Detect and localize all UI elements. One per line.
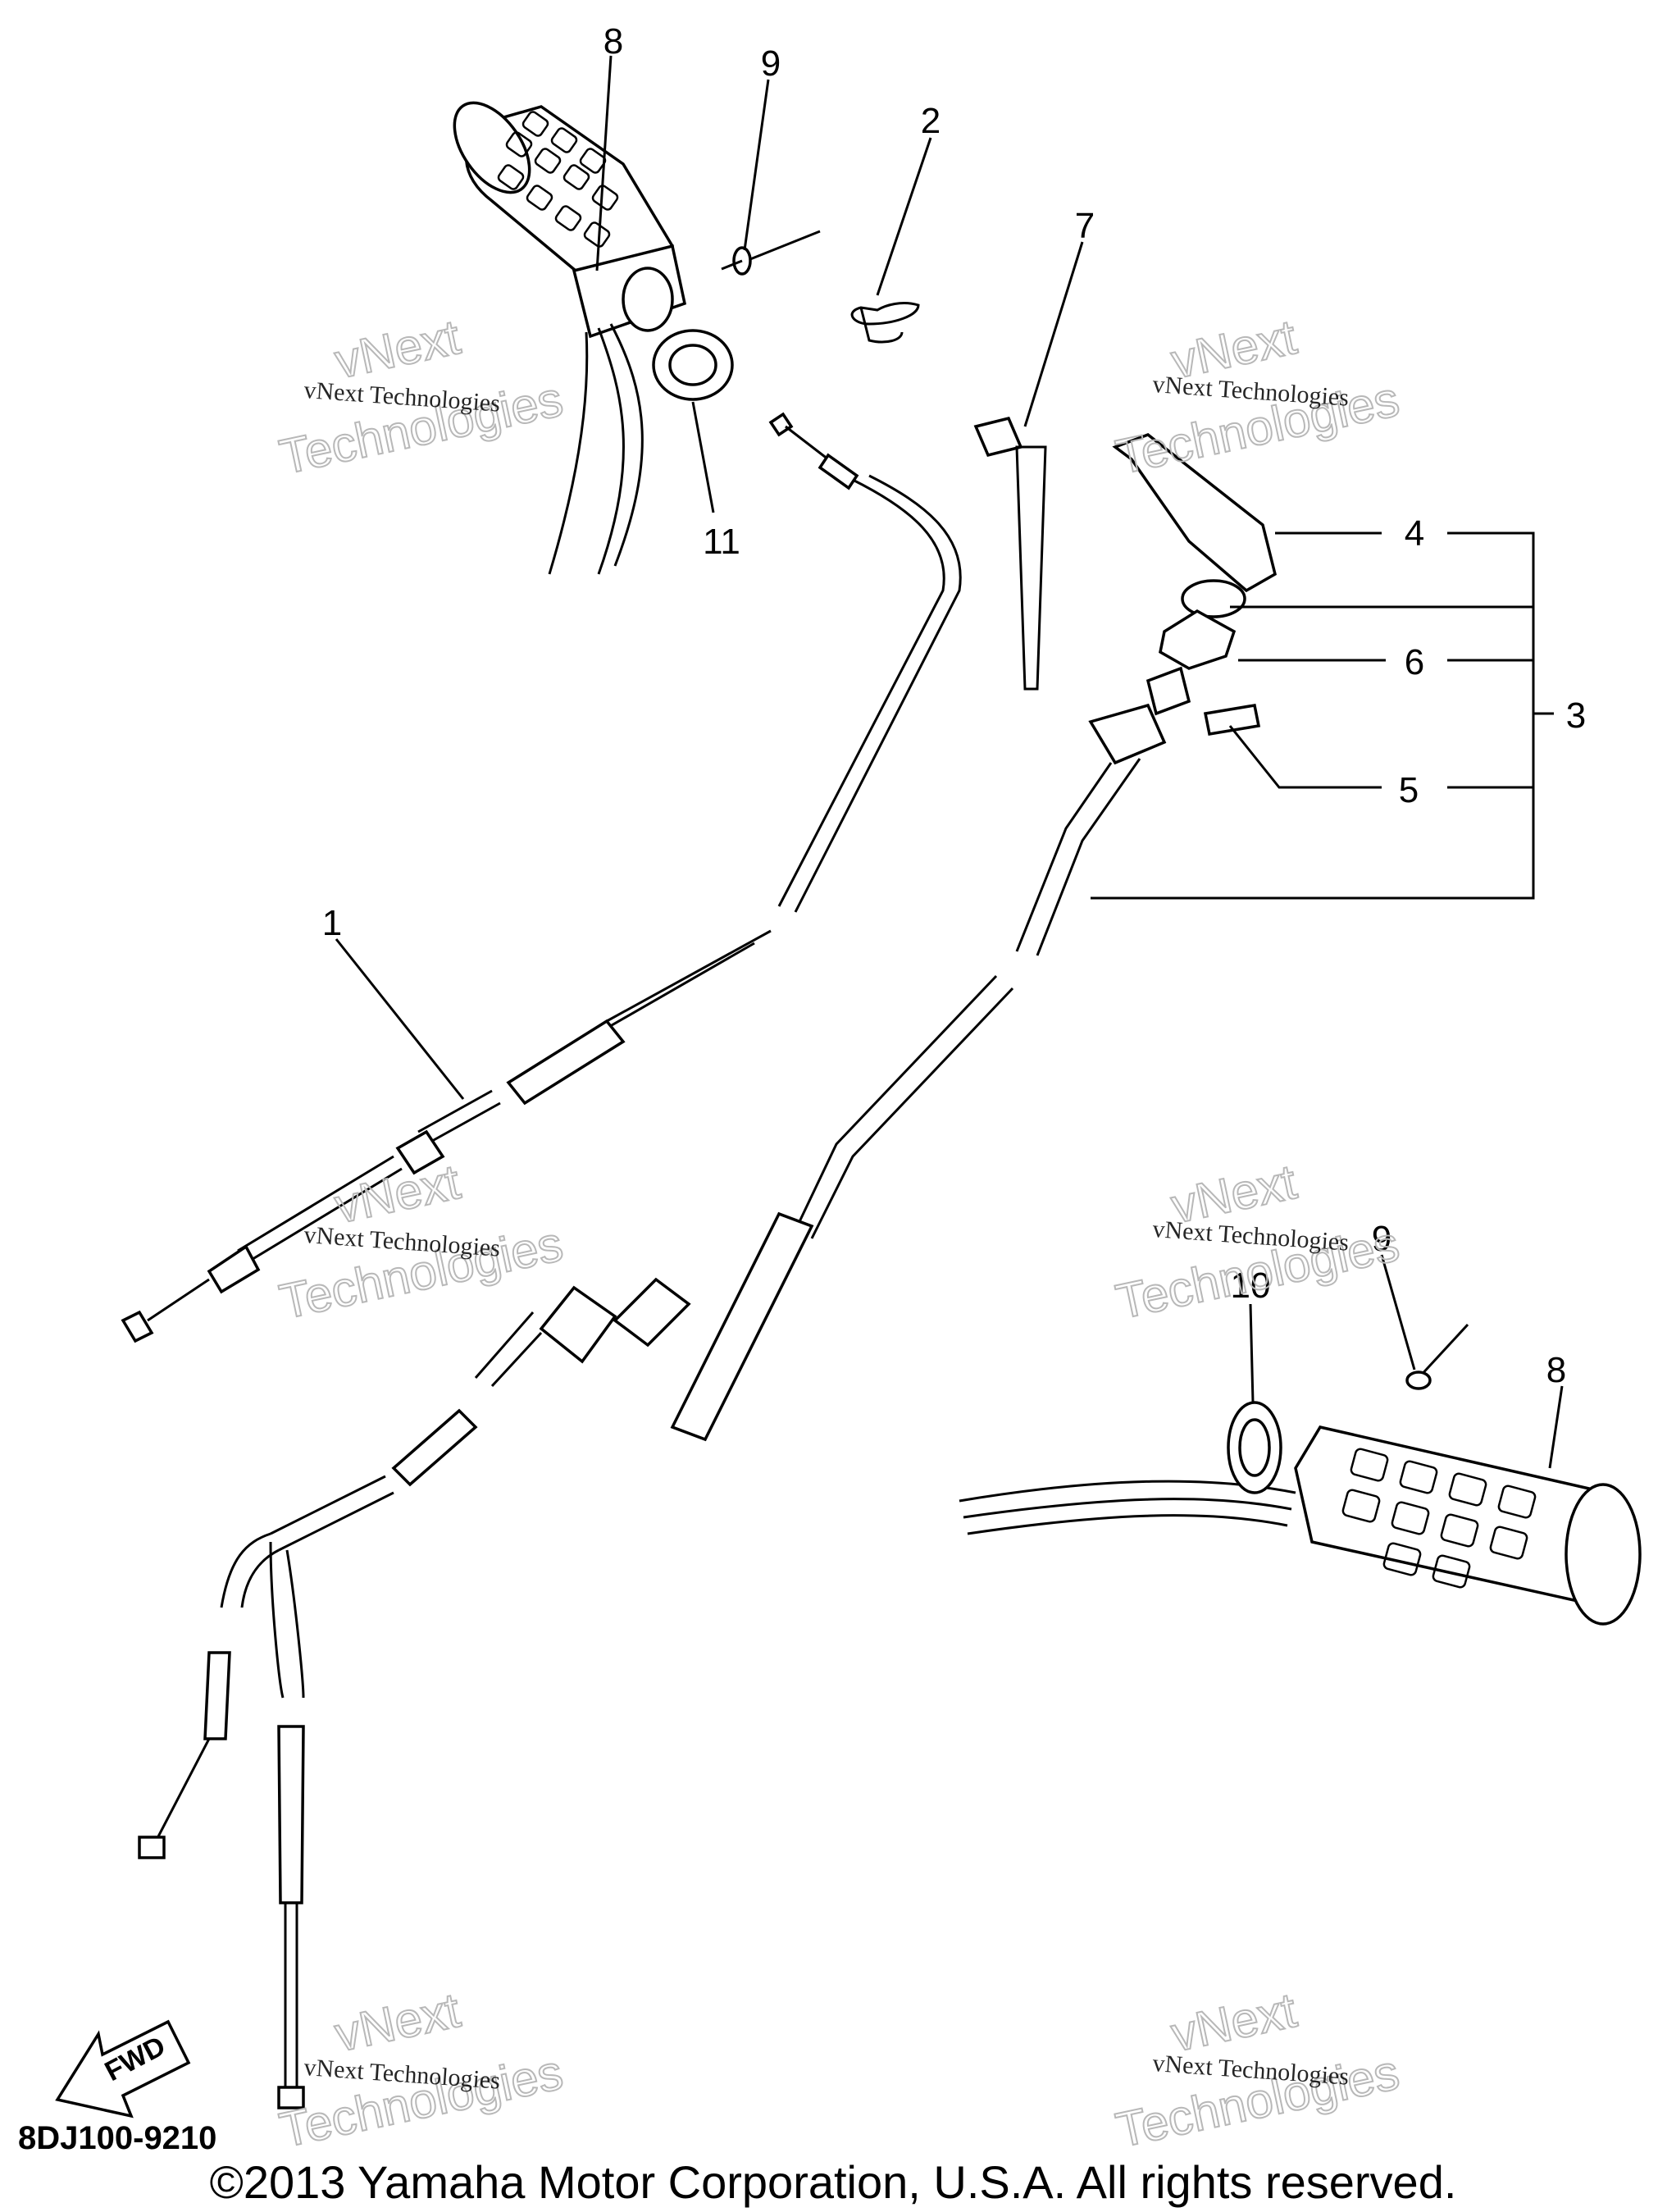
- callout-8-bottom: 8: [1546, 1350, 1566, 1390]
- left-handlebar-grip: [453, 101, 687, 575]
- callout-10: 10: [1231, 1266, 1271, 1306]
- washer-4: [1181, 579, 1246, 618]
- right-handlebar-grip: [959, 1425, 1642, 1626]
- callout-2: 2: [921, 101, 941, 141]
- throttle-cable-1: [121, 412, 962, 1343]
- screw-9-bottom: [1405, 1323, 1469, 1390]
- screw-9-top: [721, 230, 821, 276]
- leader-lines: [335, 55, 1564, 1469]
- cable-tie-7: [973, 416, 1047, 691]
- callout-7: 7: [1075, 206, 1095, 246]
- washer-11: [652, 329, 734, 401]
- washer-10: [1227, 1401, 1282, 1494]
- fwd-arrow-icon: FWD: [55, 2019, 191, 2119]
- callout-4: 4: [1405, 513, 1424, 554]
- callout-3: 3: [1566, 696, 1586, 736]
- choke-lever-4: [1112, 433, 1278, 593]
- choke-cable-3: [138, 666, 1191, 2109]
- svg-text:vNext: vNext: [330, 1154, 465, 1234]
- diagram-code: 8DJ100-9210: [18, 2120, 216, 2156]
- nut-6: [1159, 609, 1237, 670]
- svg-text:vNext: vNext: [330, 1982, 465, 2062]
- callout-6: 6: [1405, 642, 1424, 682]
- callout-5: 5: [1399, 770, 1419, 810]
- callout-9-bottom: 9: [1372, 1219, 1391, 1259]
- svg-text:vNext: vNext: [1167, 1982, 1301, 2062]
- copyright-text: ©2013 Yamaha Motor Corporation, U.S.A. A…: [210, 2156, 1457, 2208]
- callout-1: 1: [322, 903, 342, 943]
- callout-11: 11: [703, 522, 740, 562]
- clip-2: [850, 302, 920, 344]
- svg-text:vNext: vNext: [330, 309, 465, 389]
- callout-9-top: 9: [761, 43, 781, 84]
- callout-8-top: 8: [603, 21, 623, 62]
- pin-5: [1203, 703, 1261, 737]
